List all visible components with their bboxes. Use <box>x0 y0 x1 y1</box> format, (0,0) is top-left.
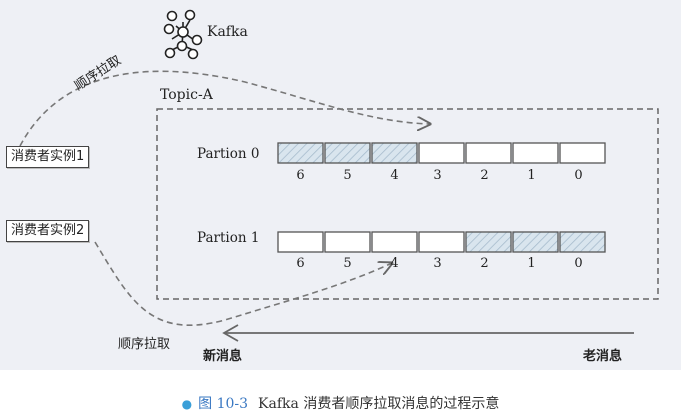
partition1-offset-label-1: 1 <box>527 256 536 271</box>
partition0-offset-label-5: 5 <box>343 168 352 183</box>
partition1-offset-label-2: 2 <box>480 256 489 271</box>
partition0-offset-label-2: 2 <box>480 168 489 183</box>
partition0-offset-label-3: 3 <box>433 168 442 183</box>
figure-caption: ● 图 10-3 Kafka 消费者顺序拉取消息的过程示意 <box>0 393 681 413</box>
topic-label: Topic-A <box>160 87 213 103</box>
partition1-cell-offset-2 <box>465 231 512 253</box>
diagram-canvas <box>19 9 659 342</box>
partition0-cells <box>277 142 606 164</box>
partition1-label: Partion 1 <box>197 230 260 246</box>
partition1-cell-offset-6 <box>277 231 324 253</box>
partition0-cell-offset-0 <box>559 142 606 164</box>
partition1-offset-label-5: 5 <box>343 256 352 271</box>
pull-arrow-consumer1 <box>19 70 430 147</box>
old-messages-label: 老消息 <box>583 349 623 364</box>
kafka-label: Kafka <box>207 24 248 40</box>
partition0-offset-label-0: 0 <box>574 168 583 183</box>
partition1-cell-offset-1 <box>512 231 559 253</box>
partition0-cell-offset-4 <box>371 142 418 164</box>
message-order-arrowhead <box>222 324 239 342</box>
partition1-cell-offset-3 <box>418 231 465 253</box>
figure-number: 图 10-3 <box>198 396 249 412</box>
new-messages-label: 新消息 <box>203 349 243 364</box>
partition0-offset-label-1: 1 <box>527 168 536 183</box>
partition0-label: Partion 0 <box>197 146 260 162</box>
pull-arrow-consumer2 <box>94 241 392 326</box>
partition1-offset-label-3: 3 <box>433 256 442 271</box>
partition1-cell-offset-5 <box>324 231 371 253</box>
partition0-offset-label-6: 6 <box>296 168 305 183</box>
diagram-figure: Kafka Topic-A Partion 0 Partion 1 消费者实例1… <box>0 0 681 370</box>
sequential-pull-label-bottom: 顺序拉取 <box>118 337 171 352</box>
partition1-offset-label-0: 0 <box>574 256 583 271</box>
partition0-offset-label-4: 4 <box>390 168 399 183</box>
partition1-cells <box>277 231 606 253</box>
partition1-offset-label-6: 6 <box>296 256 305 271</box>
topic-container <box>156 108 659 300</box>
caption-bullet-icon: ● <box>181 397 193 411</box>
consumer-instance-1: 消费者实例1 <box>6 146 90 168</box>
caption-text: Kafka 消费者顺序拉取消息的过程示意 <box>258 396 500 412</box>
partition0-cell-offset-5 <box>324 142 371 164</box>
partition1-cell-offset-4 <box>371 231 418 253</box>
consumer-instance-2: 消费者实例2 <box>6 220 90 242</box>
partition1-cell-offset-0 <box>559 231 606 253</box>
partition0-cell-offset-1 <box>512 142 559 164</box>
partition1-offset-label-4: 4 <box>390 256 399 271</box>
partition0-cell-offset-6 <box>277 142 324 164</box>
partition0-cell-offset-3 <box>418 142 465 164</box>
kafka-logo-icon <box>163 9 203 60</box>
partition0-cell-offset-2 <box>465 142 512 164</box>
